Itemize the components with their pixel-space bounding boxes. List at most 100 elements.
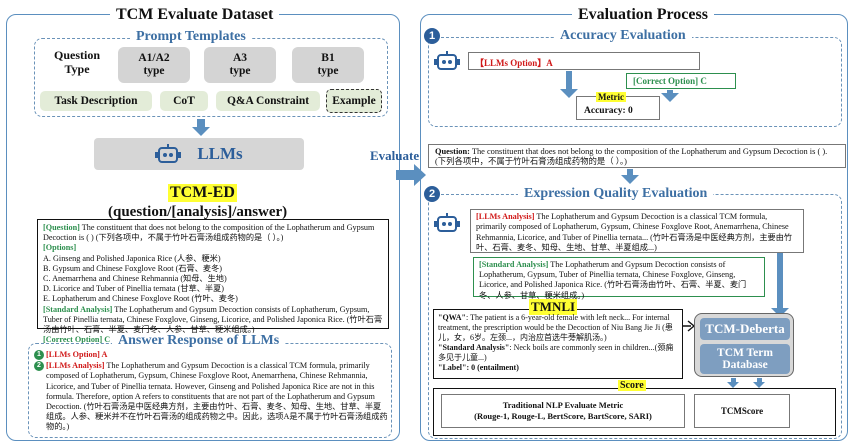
tcm-ed-analysis: [Standard Analysis] The Lophatherum and …	[43, 305, 383, 336]
accuracy-title: Accuracy Evaluation	[554, 28, 692, 44]
tcm-ed-title: TCM-ED	[168, 184, 237, 202]
type-b1: B1 type	[292, 47, 364, 83]
llms-label: LLMs	[197, 144, 243, 163]
type-a3: A3 type	[204, 47, 276, 83]
question-box-tag: Question:	[435, 147, 470, 156]
llm-analysis-line: 2 [LLMs Analysis] The Lophatherum and Gy…	[34, 361, 388, 432]
accuracy-number: 1	[424, 28, 440, 44]
tmnli-qwa: "QWA": The patient is a 6-year-old femal…	[438, 313, 680, 343]
tcm-term-db-box: TCM Term Database	[700, 344, 790, 374]
arrow-deberta-score-1	[731, 378, 736, 382]
option-e: E. Lophatherum and Chinese Foxglove Root…	[43, 294, 238, 304]
robot-icon	[434, 51, 460, 70]
traditional-metric-list: (Rouge-1, Rouge-L, BertScore, BartScore,…	[474, 411, 652, 421]
question-tag: [Question]	[43, 223, 80, 232]
score-label: Score	[618, 380, 646, 391]
options-tag: [Options]	[43, 243, 77, 253]
llm-analysis-text: The Lophatherum and Gypsum Decoction is …	[46, 361, 388, 432]
arrow-templates-llms-head	[192, 127, 210, 136]
component-example: Example	[326, 89, 382, 113]
tcm-ed-sample-box: [Question] The constituent that does not…	[37, 219, 389, 344]
question-box: Question: The constituent that does not …	[428, 144, 846, 168]
llm-option-line: 1 [LLMs Option] A	[34, 350, 388, 360]
prompt-templates-title: Prompt Templates	[130, 29, 252, 45]
sa-text: : Neck boils are commonly seen in childr…	[438, 342, 674, 362]
analysis-text: The Lophatherum and Gypsum Decoction con…	[43, 304, 383, 335]
answer-response-content: 1 [LLMs Option] A 2 [LLMs Analysis] The …	[34, 350, 388, 433]
component-task-description: Task Description	[40, 91, 152, 111]
correct-option-value: [Correct Option] C	[633, 76, 707, 86]
metric-label: Metric	[596, 92, 626, 102]
option-d: D. Licorice and Tuber of Pinellia ternat…	[43, 284, 224, 294]
llm-option-text: [LLMs Option] A	[46, 350, 108, 359]
arrow-deberta-score-2	[757, 378, 762, 382]
number-badge-2: 2	[34, 361, 44, 372]
std-analysis-box: [Standard Analysis] The Lophatherum and …	[473, 257, 765, 300]
component-cot: CoT	[160, 91, 208, 111]
arrow-llm-to-metric-head	[560, 89, 578, 98]
llm-option-value: 【LLMs Option】A	[475, 58, 553, 68]
option-b: B. Gypsum and Chinese Foxglove Root (石膏、…	[43, 263, 222, 273]
expression-number: 2	[424, 186, 440, 202]
llm-option-box: 【LLMs Option】A	[468, 52, 700, 70]
option-a: A. Ginseng and Polished Japonica Rice (人…	[43, 253, 221, 263]
dataset-panel-title: TCM Evaluate Dataset	[110, 6, 280, 24]
robot-icon	[434, 213, 460, 232]
llms-box: LLMs	[94, 138, 304, 170]
number-badge-1: 1	[34, 350, 44, 360]
llm-analysis-box-tag: [LLMs Analysis]	[476, 212, 535, 221]
sa-tag: "Standard Analysis"	[438, 342, 510, 352]
llm-analysis-box: [LLMs Analysis] The Lophatherum and Gyps…	[470, 209, 804, 253]
robot-icon	[155, 144, 182, 163]
arrow-templates-llms	[197, 119, 205, 127]
label-text: : 0 (entailment)	[466, 362, 519, 372]
arrow-analysis-deberta	[777, 253, 783, 308]
tcmscore-label: TCMScore	[720, 406, 764, 416]
tcm-ed-correct: [Correct Option] C	[43, 335, 383, 345]
correct-option-box: [Correct Option] C	[626, 73, 736, 89]
arrow-question-expression	[627, 169, 633, 175]
arrow-correct-to-metric	[667, 90, 673, 93]
tcmscore-box: TCMScore	[694, 394, 790, 428]
analysis-tag: [Standard Analysis]	[43, 304, 113, 314]
llm-analysis-box-text: The Lophatherum and Gypsum Decoction is …	[476, 212, 793, 253]
arrow-llm-to-metric	[566, 71, 572, 89]
question-type-label: Question Type	[46, 48, 108, 76]
option-c: C. Anemarrhena and Chinese Rehmannia (知母…	[43, 274, 227, 284]
tmnli-standard-analysis: "Standard Analysis": Neck boils are comm…	[438, 343, 680, 363]
accuracy-value: Accuracy: 0	[584, 106, 633, 116]
arrow-correct-to-metric-head	[661, 93, 679, 102]
label-tag: "Label"	[438, 362, 467, 372]
arrow-deberta-score-2-head	[753, 382, 765, 388]
question-box-text: The constituent that does not belong to …	[435, 147, 828, 167]
tmnli-title: TMNLI	[529, 299, 578, 315]
question-type-text: Question Type	[53, 48, 100, 76]
qwa-tag: "QWA"	[438, 313, 466, 322]
llm-analysis-tag: [LLMs Analysis]	[46, 361, 105, 371]
component-qa-constraint: Q&A Constraint	[216, 91, 320, 111]
traditional-metric-title: Traditional NLP Evaluate Metric	[502, 400, 624, 410]
correct-tag: [Correct Option]	[43, 335, 103, 345]
correct-value: C	[102, 335, 111, 345]
evaluate-label: Evaluate	[370, 148, 420, 163]
std-analysis-tag: [Standard Analysis]	[479, 260, 549, 269]
tcm-ed-subtitle: (question/[analysis]/answer)	[108, 204, 288, 220]
type-a1a2: A1/A2 type	[118, 47, 190, 83]
traditional-metric-box: Traditional NLP Evaluate Metric (Rouge-1…	[441, 394, 685, 428]
tcm-deberta-box: TCM-Deberta	[700, 318, 790, 340]
arrow-question-expression-head	[621, 175, 639, 184]
answer-response-title: Answer Response of LLMs	[112, 333, 286, 349]
evaluate-arrow	[396, 164, 426, 186]
expression-title: Expression Quality Evaluation	[518, 186, 714, 202]
tmnli-label: "Label": 0 (entailment)	[438, 363, 680, 373]
arrow-analysis-deberta-head	[771, 308, 789, 317]
tcm-term-db-label: TCM Term Database	[717, 347, 773, 371]
evaluation-panel-title: Evaluation Process	[572, 6, 714, 24]
std-analysis-text: The Lophatherum and Gypsum Decoction con…	[479, 260, 747, 300]
tcm-ed-question: [Question] The constituent that does not…	[43, 223, 383, 243]
question-text: The constituent that does not belong to …	[43, 223, 375, 243]
qwa-text: : The patient is a 6-year-old female wit…	[438, 313, 673, 342]
tmnli-content: "QWA": The patient is a 6-year-old femal…	[438, 313, 680, 372]
tcm-deberta-label: TCM-Deberta	[705, 321, 785, 336]
arrow-deberta-score-1-head	[727, 382, 739, 388]
